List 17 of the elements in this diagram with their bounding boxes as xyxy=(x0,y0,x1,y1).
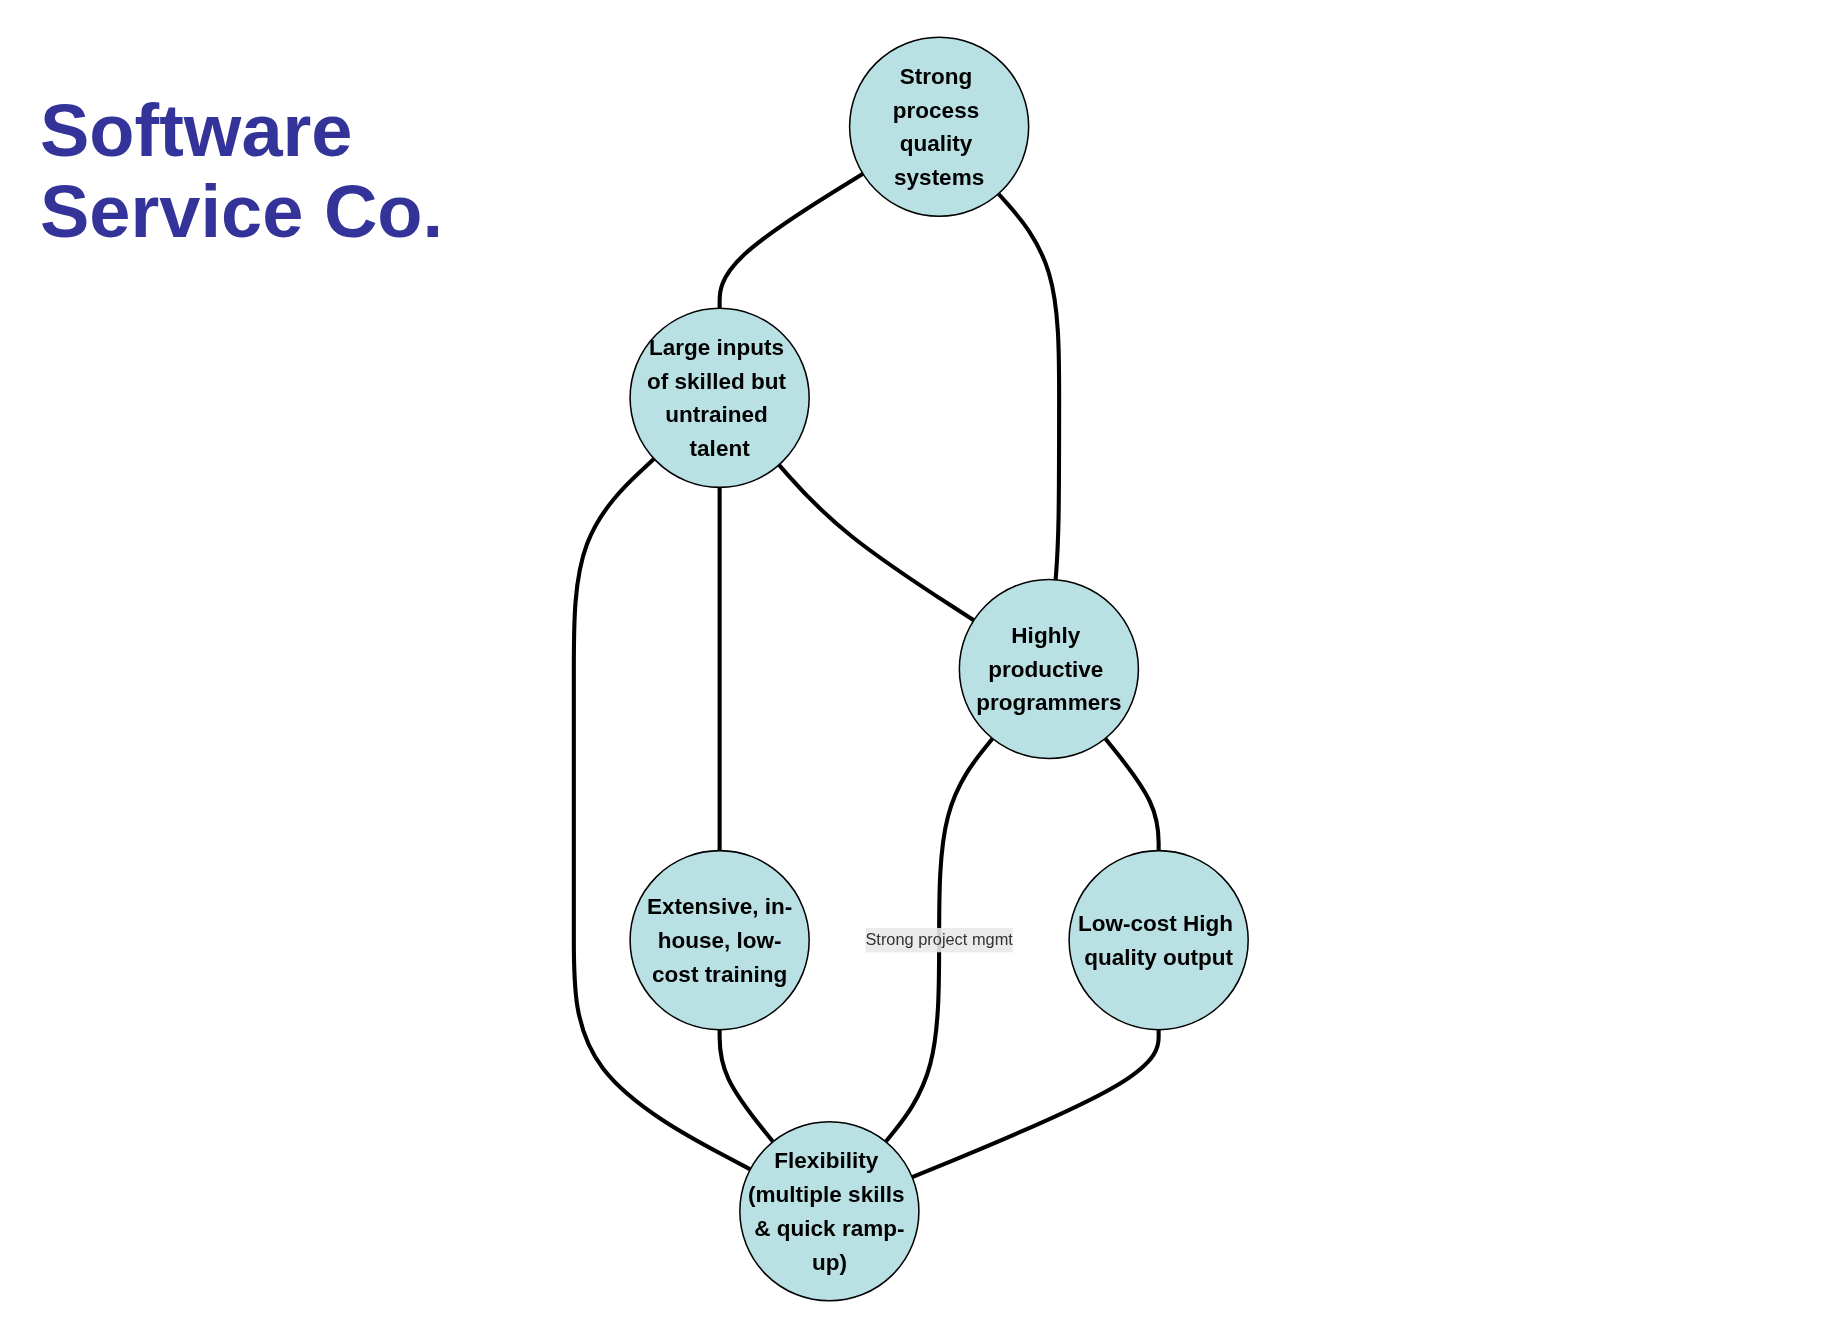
node-circle: Large inputs of skilled but untrained talent xyxy=(629,307,810,488)
edge-label: Strong project mgmt xyxy=(865,930,1013,948)
connector xyxy=(717,486,722,851)
connector xyxy=(777,463,975,622)
connector xyxy=(911,1029,1161,1179)
node-circle: Low-cost High quality output xyxy=(1068,849,1249,1030)
node-circle: Flexibility (multiple skills & quick ramp-up) xyxy=(739,1120,920,1302)
connector xyxy=(717,171,865,308)
diagram-title: Software Service Co. xyxy=(40,90,445,253)
connector xyxy=(884,736,995,1143)
connector xyxy=(571,456,752,1171)
connector xyxy=(1103,736,1161,851)
connector xyxy=(717,1029,775,1143)
node-circle: Strong process quality systems xyxy=(848,35,1030,217)
node-circle: Extensive, in-house, low-cost training xyxy=(629,849,810,1030)
node-circle: Highly productive programmers xyxy=(958,578,1140,759)
connector xyxy=(996,191,1062,580)
